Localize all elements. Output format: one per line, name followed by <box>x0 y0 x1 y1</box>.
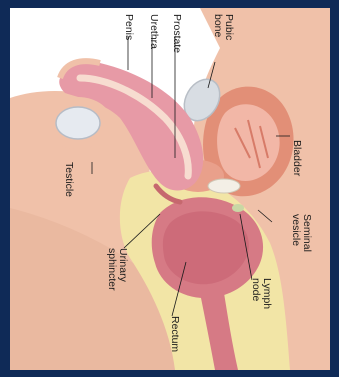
illustration-panel: Penis Urethra Prostate Pubic bone Bladde… <box>10 8 330 370</box>
label-penis: Penis <box>124 14 135 40</box>
label-urinary-sphincter-text: Urinary sphincter <box>107 248 130 291</box>
label-prostate: Prostate <box>172 14 183 53</box>
label-lymph-node-text: Lymph node <box>251 278 274 309</box>
lymph-node-shape <box>232 204 244 212</box>
label-rectum: Rectum <box>170 316 181 352</box>
label-urinary-sphincter: Urinary sphincter <box>107 248 128 291</box>
label-bladder: Bladder <box>292 140 303 176</box>
label-testicle: Testicle <box>64 162 75 197</box>
testicle-shape <box>56 107 100 139</box>
label-pubic-bone: Pubic bone <box>213 14 234 40</box>
label-urethra: Urethra <box>149 14 160 49</box>
seminal-vesicle-shape <box>208 179 240 193</box>
label-seminal-vesicle: Seminal vesicle <box>291 214 312 252</box>
label-seminal-vesicle-text: Seminal vesicle <box>291 214 314 252</box>
label-pubic-bone-text: Pubic bone <box>213 14 236 40</box>
label-lymph-node: Lymph node <box>251 278 272 309</box>
